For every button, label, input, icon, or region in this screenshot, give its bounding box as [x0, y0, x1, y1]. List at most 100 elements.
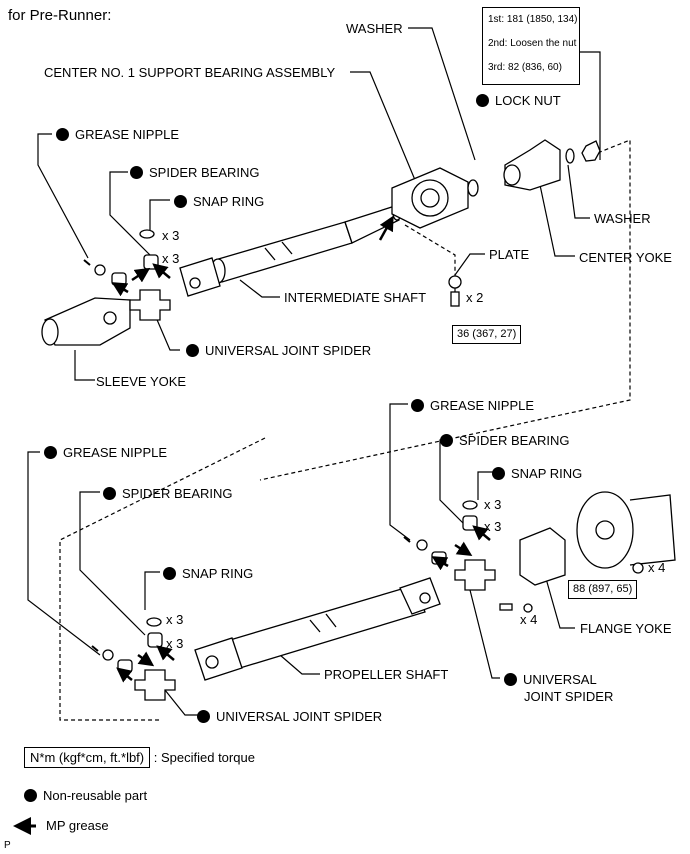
- non-reusable-dot-icon: [186, 344, 199, 357]
- label-propeller-shaft: PROPELLER SHAFT: [324, 667, 449, 682]
- qty-plate: x 2: [466, 290, 484, 305]
- leader-intermediate-shaft: [239, 279, 280, 298]
- intermediate-yoke: [179, 257, 221, 297]
- non-reusable-dot-icon: [130, 166, 143, 179]
- flange-nut: [632, 562, 644, 574]
- leader-spider-bearing-1: [109, 171, 151, 256]
- label-center-bearing: CENTER NO. 1 SUPPORT BEARING ASSEMBLY: [44, 65, 336, 80]
- non-reusable-dot-icon: [24, 789, 37, 802]
- torque-step-2: 2nd: Loosen the nut: [488, 38, 577, 49]
- qty-flange-bolt: x 4: [520, 612, 538, 627]
- washer-top-part: [467, 179, 479, 197]
- flange-yoke-group: [499, 491, 676, 613]
- label-washer-top: WASHER: [346, 21, 403, 36]
- leader-sleeve-yoke: [74, 350, 95, 381]
- non-reusable-dot-icon: [197, 710, 210, 723]
- qty-spider-bearing-1: x 3: [162, 251, 180, 266]
- qty-snap-ring-2: x 3: [166, 612, 184, 627]
- label-grease-nipple-3: GREASE NIPPLE: [411, 398, 534, 413]
- ujs-1-group: [83, 229, 462, 321]
- non-reusable-dot-icon: [163, 567, 176, 580]
- leader-washer-right: [567, 164, 590, 219]
- label-grease-nipple-2: GREASE NIPPLE: [44, 445, 167, 460]
- leader-snap-ring-3: [477, 471, 498, 500]
- sleeve-yoke-part: [44, 297, 131, 346]
- torque-box-plate-bolt: 36 (367, 27): [452, 325, 522, 344]
- leader-plate: [454, 253, 485, 276]
- leader-ujs-3: [164, 689, 200, 716]
- leader-torque-panel: [578, 51, 601, 160]
- intermediate-shaft-tube: [214, 221, 353, 283]
- leader-snap-ring-1: [149, 199, 170, 230]
- leader-ujs-1: [154, 314, 180, 351]
- propeller-shaft-tube: [229, 584, 426, 669]
- label-sleeve-yoke: SLEEVE YOKE: [96, 374, 187, 389]
- label-spider-bearing-1: SPIDER BEARING: [130, 165, 260, 180]
- spider-bearing-1-cap: [143, 254, 159, 270]
- torque-box-flange-bolt: 88 (897, 65): [568, 580, 638, 599]
- leader-grease-nipple-2: [27, 451, 101, 656]
- non-reusable-dot-icon: [44, 446, 57, 459]
- non-reusable-dot-icon: [476, 94, 489, 107]
- label-snap-ring-3: SNAP RING: [492, 466, 582, 481]
- ujs-2-group: [91, 617, 176, 701]
- torque-step-3: 3rd: 82 (836, 60): [488, 62, 562, 73]
- non-reusable-dot-icon: [174, 195, 187, 208]
- label-spider-bearing-3: SPIDER BEARING: [440, 433, 570, 448]
- footer-code: P: [4, 840, 11, 851]
- center-bearing-group: [391, 167, 479, 229]
- label-ujs-2-line2: JOINT SPIDER: [524, 689, 614, 704]
- dash-section-link-2: [59, 437, 266, 721]
- leader-spider-bearing-3: [439, 439, 466, 526]
- center-yoke-group: [503, 139, 601, 191]
- leader-ujs-2: [469, 589, 500, 679]
- grease-arrows-bottom: [116, 525, 491, 683]
- leader-snap-ring-2: [144, 571, 160, 610]
- label-spider-bearing-2: SPIDER BEARING: [103, 486, 233, 501]
- intermediate-shaft-group: [179, 205, 402, 297]
- flange-yoke-part: [519, 527, 566, 586]
- plate-bolt-part: [450, 291, 460, 307]
- intermediate-shaft-spline: [344, 205, 400, 244]
- leader-washer-top: [408, 27, 476, 161]
- label-center-yoke: CENTER YOKE: [579, 250, 672, 265]
- legend-mp-grease: MP grease: [46, 818, 109, 833]
- leader-grease-nipple-3: [389, 403, 411, 541]
- ujs-2-cross: [454, 559, 496, 591]
- qty-spider-bearing-3: x 3: [484, 519, 502, 534]
- ujs-1-cross: [129, 289, 171, 321]
- page-title: for Pre-Runner:: [8, 7, 112, 24]
- leader-flange-yoke: [544, 574, 575, 629]
- propeller-yoke-front: [194, 637, 243, 681]
- leader-center-bearing: [350, 71, 416, 181]
- leader-spider-bearing-2: [79, 491, 146, 636]
- torque-sequence-panel: 1st: 181 (1850, 134) 2nd: Loosen the nut…: [482, 7, 580, 85]
- legend-non-reusable: Non-reusable part: [24, 788, 147, 803]
- qty-spider-bearing-2: x 3: [166, 636, 184, 651]
- propeller-shaft-group: [194, 577, 441, 681]
- label-plate: PLATE: [489, 247, 530, 262]
- label-ujs-1: UNIVERSAL JOINT SPIDER: [186, 343, 371, 358]
- flange-bolt: [499, 603, 513, 611]
- qty-snap-ring-1: x 3: [162, 228, 180, 243]
- label-washer-right: WASHER: [594, 211, 651, 226]
- non-reusable-dot-icon: [411, 399, 424, 412]
- qty-flange-nut: x 4: [648, 560, 666, 575]
- qty-snap-ring-3: x 3: [484, 497, 502, 512]
- label-ujs-3: UNIVERSAL JOINT SPIDER: [197, 709, 382, 724]
- non-reusable-dot-icon: [440, 434, 453, 447]
- washer-right-part: [565, 148, 575, 164]
- label-snap-ring-1: SNAP RING: [174, 194, 264, 209]
- plate-part: [448, 275, 462, 289]
- non-reusable-dot-icon: [504, 673, 517, 686]
- dash-bearing-plate: [404, 224, 456, 300]
- ujs-3-cross: [134, 669, 176, 701]
- non-reusable-dot-icon: [103, 487, 116, 500]
- grease-arrows-top: [111, 215, 394, 297]
- leader-propeller-shaft: [279, 654, 320, 675]
- non-reusable-dot-icon: [56, 128, 69, 141]
- label-intermediate-shaft: INTERMEDIATE SHAFT: [284, 290, 427, 305]
- lock-nut-part: [581, 140, 601, 162]
- legend-torque-unit: N*m (kgf*cm, ft.*lbf): [24, 747, 151, 768]
